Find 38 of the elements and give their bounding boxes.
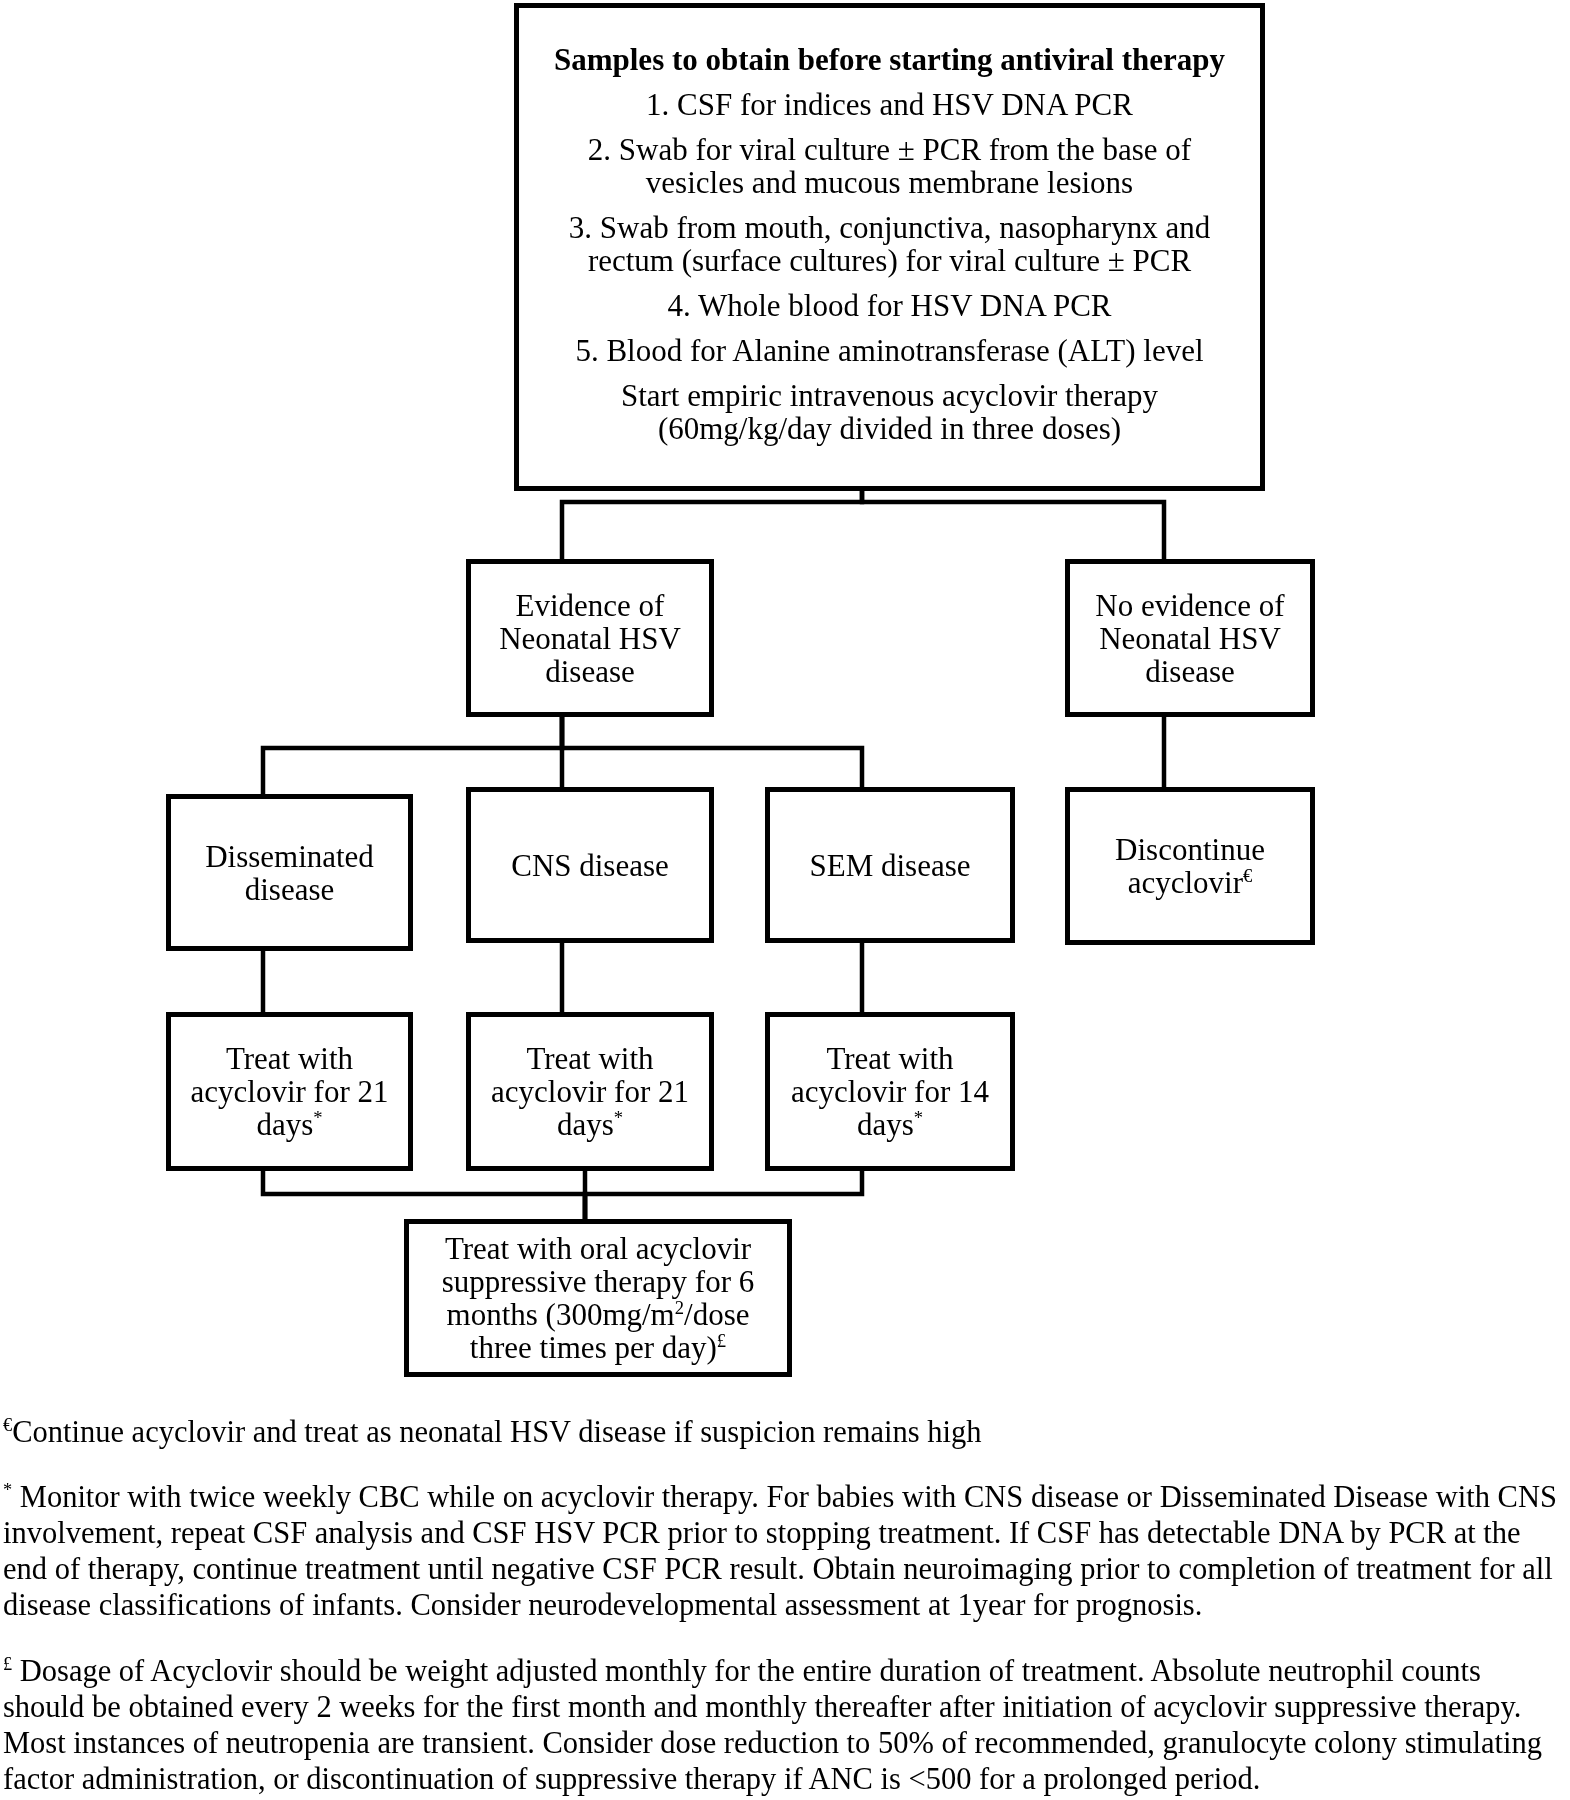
connector-line [582,1171,865,1219]
step-text: 4. Whole blood for HSV DNA PCR [667,289,1112,322]
process-box [466,1012,714,1171]
step-text: Treat with acyclovir for 21 days$^{*}$ [189,1042,390,1141]
process-box [166,1012,413,1171]
step-text: 1. CSF for indices and HSV DNA PCR [646,88,1133,121]
connector-line [859,491,1167,559]
process-box [466,559,714,717]
process-box [466,787,714,943]
process-box [1065,787,1315,945]
connector-line [1161,717,1167,787]
process-box [404,1219,792,1377]
connector-line [559,943,565,1012]
footnote: $^{€}$Continue acyclovir and treat as neonatal HSV disease if suspicion remains high [3,1414,983,1450]
footnote: $^{£}$ Dosage of Acyclovir should be weight adjusted monthly for the entire duration of treatment. Absolute neutrophil counts should be obtained every 2 weeks for the first month and monthly thereafter after initiation of acyclovir suppressive therapy. Most instances of neutropenia are transient. Consider dose reduction to 50% of recommended, granulocyte colony stimulating factor administration, or discontinuation of suppressive therapy if ANC is <500 for a prolonged period. [3,1653,1543,1797]
process-box [166,794,413,951]
process-box [514,3,1265,491]
footnote: $^{*}$ Monitor with twice weekly CBC while on acyclovir therapy. For babies with CNS disease or Disseminated Disease with CNS involvement, repeat CSF analysis and CSF HSV PCR prior to stopping treatment. If CSF has detectable DNA by PCR at the end of therapy, continue treatment until negative CSF PCR result. Obtain neuroimaging prior to completion of treatment for all disease classifications of infants. Consider neurodevelopmental assessment at 1year for prognosis. [3,1479,1558,1623]
process-box [765,787,1015,943]
step-text: Treat with acyclovir for 21 days$^{*}$ [490,1042,690,1141]
step-heading: Samples to obtain before starting antiviral therapy [553,43,1226,76]
connector-line [859,943,865,1012]
step-text: 3. Swab from mouth, conjunctiva, nasopharynx and rectum (surface cultures) for viral culture ± PCR [567,211,1212,277]
step-text: 5. Blood for Alanine aminotransferase (ALT) level [575,334,1204,367]
step-text: CNS disease [511,848,669,882]
process-box [1065,559,1315,717]
step-text: SEM disease [809,848,971,882]
step-text: Disseminated disease [204,839,375,906]
step-text: Treat with acyclovir for 14 days$^{*}$ [790,1042,990,1141]
step-text: Discontinue acyclovir$^{€}$ [1114,833,1266,899]
step-text: Treat with oral acyclovir suppressive therapy for 6 months (300mg/m$^{2}$/dose three times per day)$^{£}$ [440,1232,756,1364]
step-text: No evidence of Neonatal HSV disease [1094,588,1286,688]
connector-line [260,951,266,1012]
step-text: Start empiric intravenous acyclovir therapy (60mg/kg/day divided in three doses) [619,379,1160,445]
connector-line [559,717,865,787]
step-text: 2. Swab for viral culture ± PCR from the base of vesicles and mucous membrane lesions [586,133,1193,199]
process-box [765,1012,1015,1171]
step-text: Evidence of Neonatal HSV disease [498,588,682,688]
